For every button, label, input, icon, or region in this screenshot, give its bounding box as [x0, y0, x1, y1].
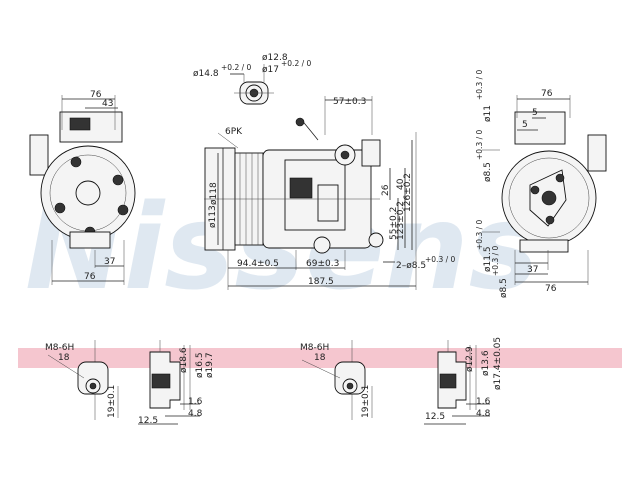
- side-dim-69: 69±0.3: [306, 259, 339, 269]
- fit2-dim-19: 19±0.1: [361, 385, 371, 418]
- front-dim-43: 43: [102, 99, 113, 109]
- rear-dim-d8-5a-tol: +0.3 / 0: [475, 129, 484, 160]
- rear-dim-5b: 5: [522, 120, 528, 130]
- fit1-dim-s5: 4.8: [188, 409, 203, 419]
- side-dim-94: 94.4±0.5: [237, 259, 279, 269]
- rear-view: [482, 95, 607, 285]
- rear-dim-d8-5a: ø8.5: [483, 162, 493, 182]
- dim-d14-8: ø14.8: [193, 69, 219, 79]
- front-dim-76-bottom: 76: [84, 272, 96, 282]
- fit1-dim-19: 19±0.1: [107, 385, 117, 418]
- rear-dim-76-bottom: 76: [545, 284, 557, 294]
- fit1-depth: 18: [58, 353, 70, 363]
- side-dim-holes: 2–ø8.5: [396, 261, 426, 271]
- rear-dim-d11-5: ø11.5: [483, 246, 493, 272]
- fit1-dim-s3: ø19.7: [205, 352, 215, 378]
- fit1-dim-s1: ø18.6: [179, 347, 189, 373]
- dim-d17-tol: +0.2 / 0: [281, 59, 312, 68]
- side-dim-holes-tol: +0.3 / 0: [425, 255, 456, 264]
- fit2-dim-s3: ø17.4±0.05: [493, 337, 503, 390]
- top-connector-view: [230, 64, 274, 105]
- dim-d17: ø17: [262, 65, 279, 75]
- fitting-detail-1: [47, 340, 200, 425]
- side-dim-40: 40: [396, 178, 406, 190]
- front-view: [29, 95, 136, 285]
- front-dim-37: 37: [104, 257, 115, 267]
- dim-d14-8-tol: +0.2 / 0: [221, 63, 252, 72]
- rear-dim-5a: 5: [532, 108, 538, 118]
- fit2-dim-s2: ø13.6: [481, 350, 491, 376]
- belt-label: 6PK: [225, 127, 243, 137]
- side-dim-123: 123±0.2: [396, 201, 406, 240]
- front-dim-76-top: 76: [90, 90, 102, 100]
- dim-d12-8: ø12.8: [262, 53, 288, 63]
- fit2-dim-s1: ø12.9: [465, 346, 475, 372]
- rear-dim-37: 37: [527, 265, 538, 275]
- rear-dim-d8-5b: ø8.5: [499, 278, 509, 298]
- side-dim-187: 187.5: [308, 277, 334, 287]
- side-dim-55: 55±0.2: [389, 207, 399, 240]
- fit1-thread: M8-6H: [45, 343, 74, 353]
- rear-dim-d8-5b-tol: +0.3 / 0: [491, 245, 500, 276]
- rear-dim-d11-tol: +0.3 / 0: [475, 69, 484, 100]
- rear-dim-76-top: 76: [541, 89, 553, 99]
- rear-dim-d11-5-tol: +0.3 / 0: [475, 219, 484, 250]
- fit2-depth: 18: [314, 353, 326, 363]
- side-dim-57: 57±0.3: [333, 97, 366, 107]
- fit1-dim-12-5: 12.5: [138, 416, 158, 426]
- fit2-thread: M8-6H: [300, 343, 329, 353]
- fit2-dim-s4: 1.6: [476, 397, 491, 407]
- fit2-dim-12-5: 12.5: [425, 412, 445, 422]
- side-dim-d118: ø118: [209, 182, 219, 205]
- fit2-dim-s5: 4.8: [476, 409, 491, 419]
- fit1-dim-s2: ø16.5: [195, 352, 205, 378]
- side-dim-26: 26: [381, 184, 391, 196]
- side-dim-d113: ø113: [208, 205, 218, 228]
- side-dim-126: 126±0.2: [403, 173, 413, 212]
- side-view: [204, 96, 417, 290]
- rear-dim-d11: ø11: [483, 105, 493, 122]
- fit1-dim-s4: 1.6: [188, 397, 203, 407]
- fitting-detail-2: [301, 340, 490, 425]
